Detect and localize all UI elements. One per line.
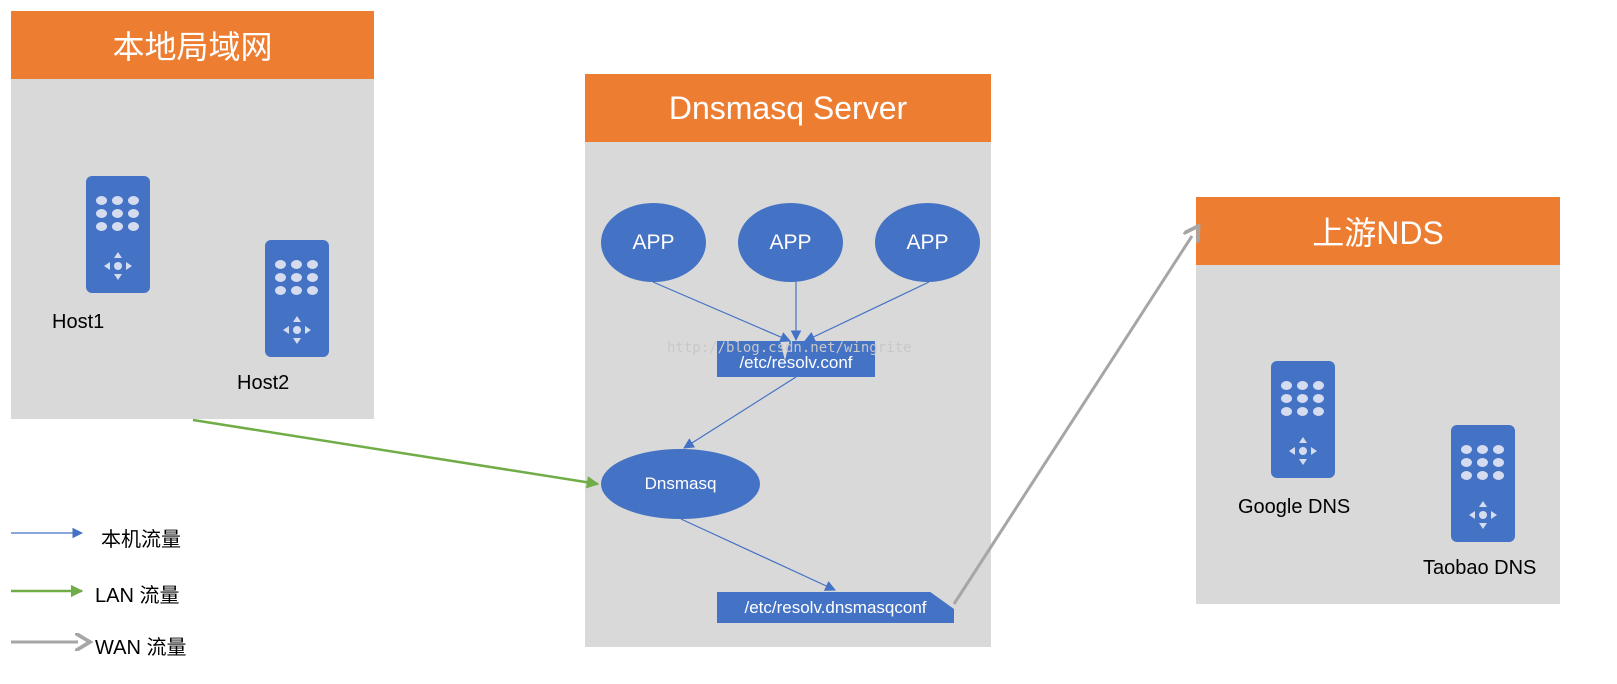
google-dns-label: Google DNS <box>1238 496 1351 518</box>
legend-local-label: 本机流量 <box>101 529 181 551</box>
host1-device-icon <box>86 176 150 293</box>
host2-label: Host2 <box>237 372 290 394</box>
app-node-3: APP <box>875 203 980 282</box>
app-node-2: APP <box>738 203 843 282</box>
google-dns-device-icon <box>1271 361 1335 478</box>
host1-label: Host1 <box>52 311 105 333</box>
upstream-panel-title: 上游NDS <box>1196 197 1560 265</box>
taobao-dns-label: Taobao DNS <box>1423 557 1537 579</box>
server-panel: Dnsmasq Server <box>585 74 991 647</box>
dnsmasq-node: Dnsmasq <box>601 449 760 519</box>
upstream-panel: 上游NDS <box>1196 197 1560 604</box>
resolv-to-dnsmasq-arrow <box>683 376 797 449</box>
app-node-1: APP <box>601 203 706 282</box>
app1-to-resolv-arrow <box>652 281 791 343</box>
wan-traffic-arrow <box>952 236 1192 605</box>
lan-panel: 本地局域网 <box>11 11 374 419</box>
watermark: http://blog.csdn.net/wingrite <box>667 340 912 356</box>
lan-traffic-arrow <box>192 418 600 489</box>
taobao-dns-device-icon <box>1451 425 1515 542</box>
lan-panel-title: 本地局域网 <box>11 11 374 79</box>
legend-wan-label: WAN 流量 <box>95 637 187 659</box>
resolv-conf-node: /etc/resolv.conf <box>717 341 875 377</box>
resolv-dnsmasqconf-node: /etc/resolv.dnsmasqconf <box>717 592 954 623</box>
host2-device-icon <box>265 240 329 357</box>
legend-lan-label: LAN 流量 <box>95 585 180 607</box>
server-panel-title: Dnsmasq Server <box>585 74 991 142</box>
app3-to-resolv-arrow <box>804 281 930 342</box>
dnsmasq-to-dnsmasqconf-arrow <box>680 518 836 591</box>
